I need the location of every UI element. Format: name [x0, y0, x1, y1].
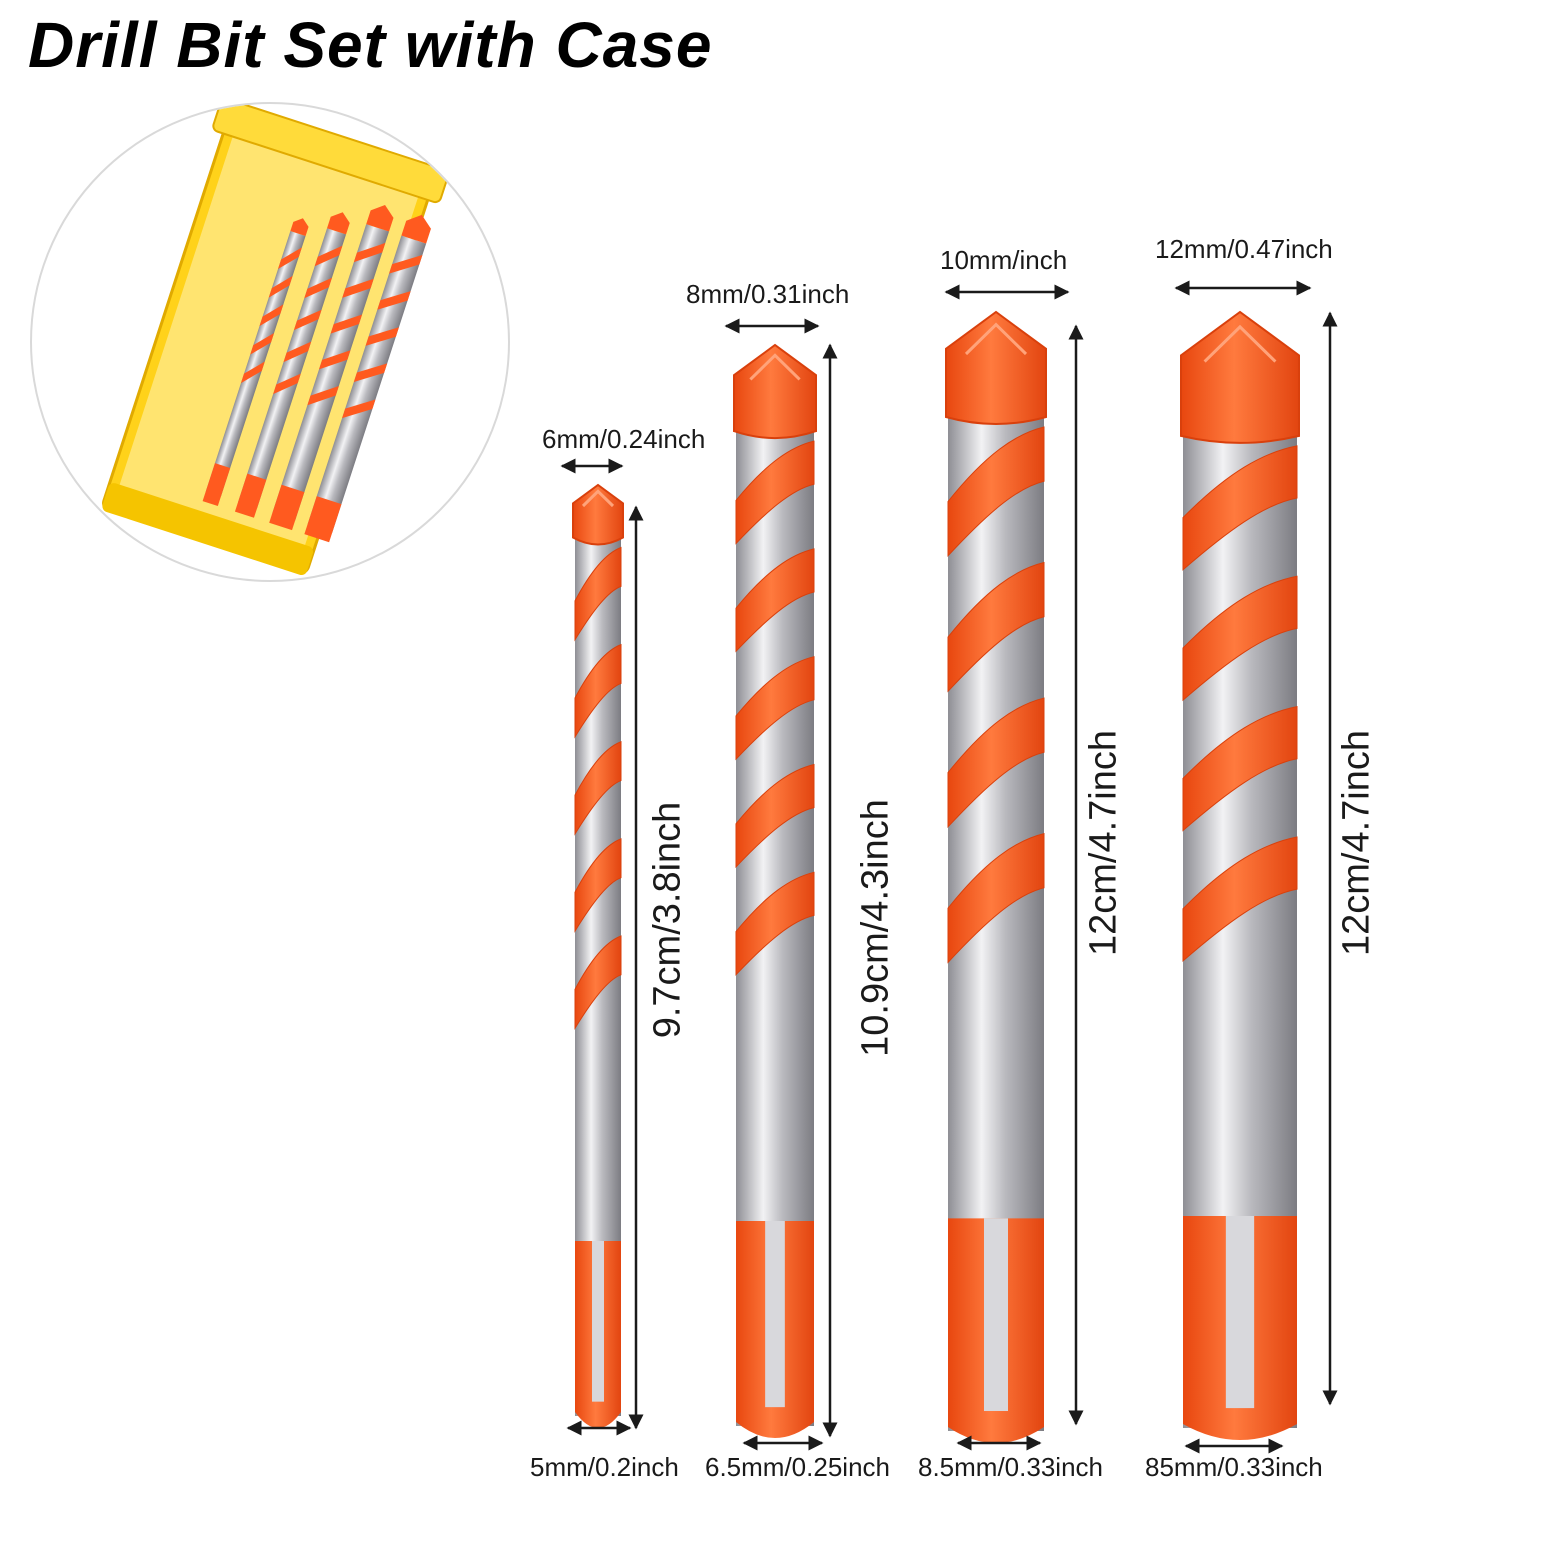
bit-4-shank-label: 85mm/0.33inch	[1145, 1452, 1323, 1482]
case-bit-3	[269, 204, 394, 531]
page-title: Drill Bit Set with Case	[28, 9, 713, 81]
drill-bit-2	[733, 343, 817, 1438]
case-illustration	[102, 104, 450, 575]
bit-3-tip-width-label: 10mm/inch	[940, 245, 1068, 275]
bit-4-length-label: 12cm/4.7inch	[1335, 729, 1378, 957]
case-bit-1	[202, 218, 309, 507]
bit-2-shank-label: 6.5mm/0.25inch	[705, 1452, 890, 1482]
case-inset	[30, 102, 510, 582]
bit-2-tip-width-label: 8mm/0.31inch	[686, 279, 850, 309]
bit-3-shank-label: 8.5mm/0.33inch	[918, 1452, 1103, 1482]
drill-bit-1	[572, 483, 624, 1428]
bit-1-tip-width-label: 6mm/0.24inch	[542, 424, 706, 454]
bit-3-length-label: 12cm/4.7inch	[1082, 729, 1125, 957]
drill-bit-3	[945, 310, 1047, 1443]
bit-2-length-label: 10.9cm/4.3inch	[854, 799, 897, 1057]
bit-1-shank-label: 5mm/0.2inch	[530, 1452, 679, 1482]
bit-1-length-label: 9.7cm/3.8inch	[646, 801, 689, 1039]
drill-bit-4	[1180, 310, 1300, 1440]
case-bit-2	[234, 212, 350, 518]
bit-4-tip-width-label: 12mm/0.47inch	[1155, 234, 1333, 264]
case-bit-4	[304, 214, 431, 543]
